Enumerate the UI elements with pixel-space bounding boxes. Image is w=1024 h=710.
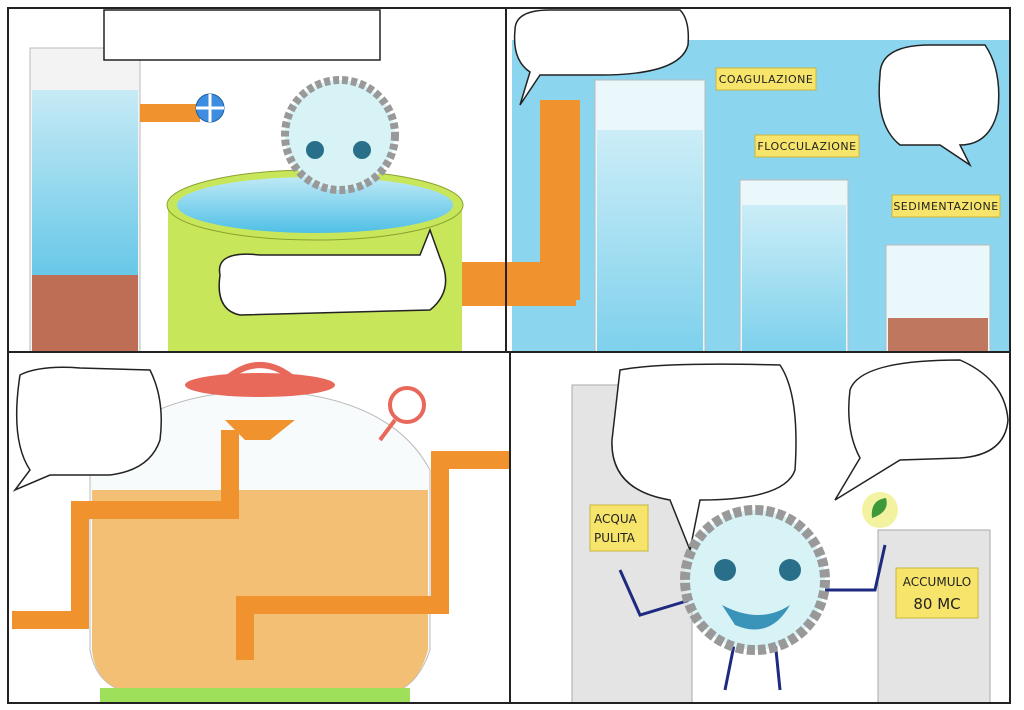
label-acqua-pulita: ACQUA PULITA (589, 504, 649, 552)
label-accumulo: ACCUMULO 80 MC (895, 567, 979, 619)
flocculation-tank (739, 179, 849, 353)
panel-3 (8, 352, 570, 703)
panel-4: ACQUA PULITA ACCUMULO 80 MC (510, 352, 1010, 704)
sand-filter (89, 389, 431, 703)
funnel (225, 420, 295, 440)
speech-bubble (12, 366, 162, 492)
speech-bubble (878, 44, 1000, 168)
pipe (140, 104, 200, 122)
label-flocculazione: FLOCCULAZIONE (754, 134, 860, 158)
speech-bubble (218, 227, 447, 316)
pressure-gauge-icon (378, 386, 426, 442)
svg-text:80 MC: 80 MC (913, 595, 960, 613)
svg-text:COAGULAZIONE: COAGULAZIONE (719, 73, 814, 86)
left-cylinder (29, 47, 141, 353)
svg-text:FLOCCULAZIONE: FLOCCULAZIONE (757, 140, 856, 153)
filter-character (281, 76, 399, 194)
speech-bubble (513, 9, 690, 106)
svg-text:ACQUA: ACQUA (594, 512, 638, 526)
panel-1 (8, 8, 512, 353)
lightbulb-leaf-icon (862, 492, 898, 528)
speech-bubble (611, 363, 797, 553)
filter-lid (185, 362, 335, 397)
pipe (462, 262, 512, 306)
filter-character (618, 505, 887, 691)
svg-text:SEDIMENTAZIONE: SEDIMENTAZIONE (893, 200, 998, 213)
svg-text:PULITA: PULITA (594, 531, 636, 545)
label-coagulazione: COAGULAZIONE (715, 67, 817, 91)
panel-borders (7, 7, 1011, 704)
pipe (540, 100, 580, 300)
label-sedimentazione: SEDIMENTAZIONE (891, 194, 1001, 218)
svg-text:ACCUMULO: ACCUMULO (903, 575, 971, 589)
valve-icon (195, 93, 225, 123)
pipe (236, 451, 570, 660)
sedimentation-tank (885, 244, 991, 353)
coagulation-tank (594, 79, 706, 353)
speech-bubble (834, 359, 1009, 501)
caption-box (103, 9, 381, 61)
panel-2: COAGULAZIONE FLOCCULAZIONE SEDIMENTAZION… (506, 8, 1010, 353)
pipe (12, 430, 239, 629)
